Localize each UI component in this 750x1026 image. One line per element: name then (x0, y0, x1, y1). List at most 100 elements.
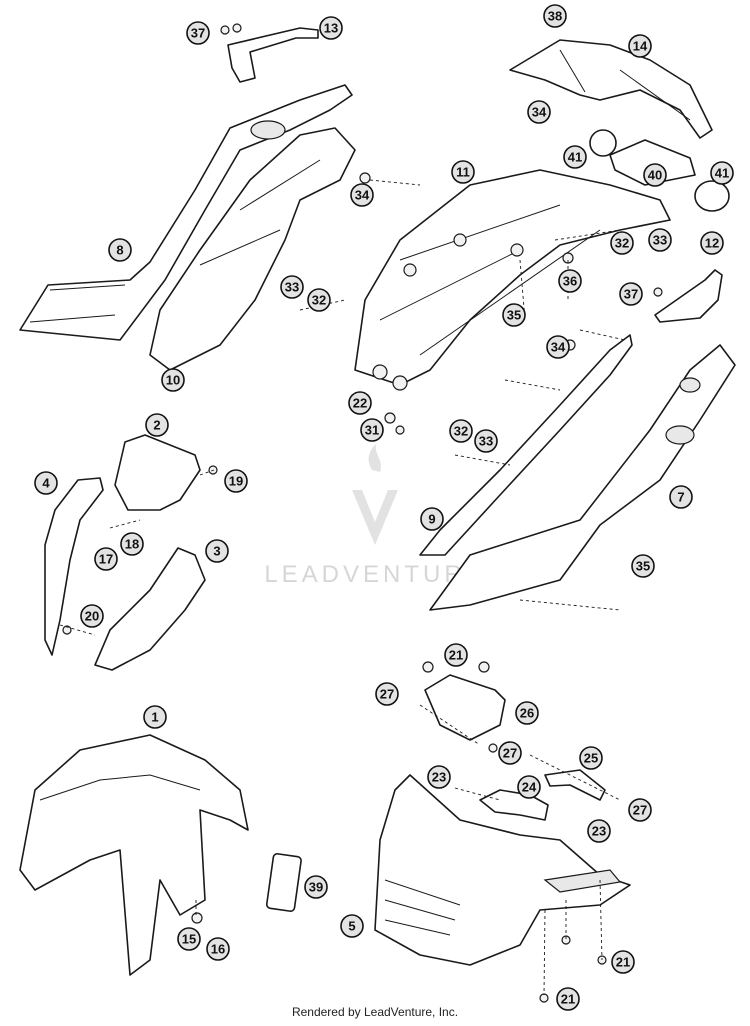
part-10-inner-panel (149, 127, 356, 371)
svg-text:27: 27 (380, 687, 394, 702)
svg-text:32: 32 (615, 236, 629, 251)
callout-41b: 41 (710, 161, 734, 185)
callout-33c: 33 (474, 429, 498, 453)
callout-7: 7 (669, 485, 693, 509)
callout-18: 18 (120, 532, 144, 556)
svg-text:34: 34 (355, 188, 370, 203)
callout-32c: 32 (449, 419, 473, 443)
callout-15: 15 (177, 927, 201, 951)
callout-41: 41 (563, 145, 587, 169)
svg-text:32: 32 (454, 424, 468, 439)
callout-34b: 34 (350, 183, 374, 207)
svg-text:17: 17 (99, 552, 113, 567)
part-4-fork-cover (44, 477, 104, 656)
part-26-bracket (424, 674, 506, 741)
svg-text:33: 33 (479, 434, 493, 449)
part-2-small-cover (114, 434, 201, 511)
part-40-41-lamp (589, 129, 730, 212)
callout-40: 40 (643, 163, 667, 187)
callout-4: 4 (34, 471, 58, 495)
callout-39: 39 (304, 875, 328, 899)
callout-22: 22 (348, 391, 372, 415)
callout-37: 37 (186, 21, 210, 45)
svg-text:32: 32 (312, 293, 326, 308)
svg-text:23: 23 (592, 824, 606, 839)
svg-text:11: 11 (456, 165, 470, 180)
svg-text:37: 37 (624, 287, 638, 302)
svg-text:37: 37 (191, 26, 205, 41)
callout-2: 2 (145, 413, 169, 437)
callout-27b: 27 (498, 741, 522, 765)
svg-text:7: 7 (677, 490, 684, 505)
svg-text:22: 22 (353, 396, 367, 411)
svg-text:18: 18 (125, 537, 139, 552)
callout-31: 31 (360, 418, 384, 442)
svg-text:1: 1 (151, 710, 158, 725)
svg-text:5: 5 (348, 919, 355, 934)
callout-35: 35 (502, 303, 526, 327)
callout-16: 16 (206, 937, 230, 961)
svg-text:35: 35 (636, 559, 650, 574)
callout-32: 32 (610, 231, 634, 255)
callout-1: 1 (143, 705, 167, 729)
watermark: LEADVENTURE (264, 444, 485, 588)
callout-38: 38 (543, 4, 567, 28)
callout-14: 14 (628, 34, 652, 58)
svg-text:39: 39 (309, 880, 323, 895)
callout-27c: 27 (628, 798, 652, 822)
svg-text:3: 3 (213, 544, 220, 559)
svg-text:33: 33 (653, 233, 667, 248)
render-credit: Rendered by LeadVenture, Inc. (291, 1005, 459, 1019)
callout-37b: 37 (619, 282, 643, 306)
callout-5: 5 (340, 914, 364, 938)
part-8-side-cover (19, 84, 353, 341)
part-5-headlight-mask (374, 774, 631, 966)
watermark-text: LEADVENTURE (264, 561, 485, 588)
part-9-rail (419, 334, 633, 556)
callout-17: 17 (94, 547, 118, 571)
svg-text:13: 13 (324, 21, 338, 36)
callout-23: 23 (427, 765, 451, 789)
callout-25: 25 (579, 746, 603, 770)
svg-text:38: 38 (548, 9, 562, 24)
part-14-tail-light (509, 39, 713, 139)
svg-text:12: 12 (705, 236, 719, 251)
part-39-pad (265, 853, 302, 912)
svg-text:19: 19 (229, 474, 243, 489)
callout-36: 36 (558, 269, 582, 293)
callout-35b: 35 (631, 554, 655, 578)
callout-27: 27 (375, 682, 399, 706)
part-11-rear-fender (354, 169, 671, 391)
part-12-grab-handle (654, 269, 723, 323)
callout-19: 19 (224, 469, 248, 493)
callout-34c: 34 (546, 335, 570, 359)
svg-text:41: 41 (568, 150, 582, 165)
svg-text:23: 23 (432, 770, 446, 785)
svg-text:41: 41 (715, 166, 729, 181)
svg-text:21: 21 (616, 955, 630, 970)
callout-21b: 21 (611, 950, 635, 974)
leader-lines (59, 179, 626, 996)
callout-26: 26 (515, 701, 539, 725)
svg-text:40: 40 (648, 168, 662, 183)
callouts: 37 13 38 14 34 41 40 41 34 11 32 33 12 8… (34, 4, 734, 1011)
svg-text:21: 21 (561, 992, 575, 1007)
svg-text:34: 34 (551, 340, 566, 355)
svg-text:26: 26 (520, 706, 534, 721)
callout-10: 10 (161, 368, 185, 392)
callout-21: 21 (444, 643, 468, 667)
svg-text:31: 31 (365, 423, 379, 438)
svg-text:9: 9 (428, 512, 435, 527)
callout-9: 9 (420, 507, 444, 531)
part-13-bracket (220, 23, 319, 83)
callout-3: 3 (205, 539, 229, 563)
callout-11: 11 (451, 160, 475, 184)
callout-20: 20 (80, 604, 104, 628)
svg-text:36: 36 (563, 274, 577, 289)
svg-text:16: 16 (211, 942, 225, 957)
callout-24: 24 (517, 775, 541, 799)
svg-text:21: 21 (449, 648, 463, 663)
svg-text:20: 20 (85, 609, 99, 624)
svg-text:2: 2 (153, 418, 160, 433)
part-7-side-cover (429, 344, 736, 611)
